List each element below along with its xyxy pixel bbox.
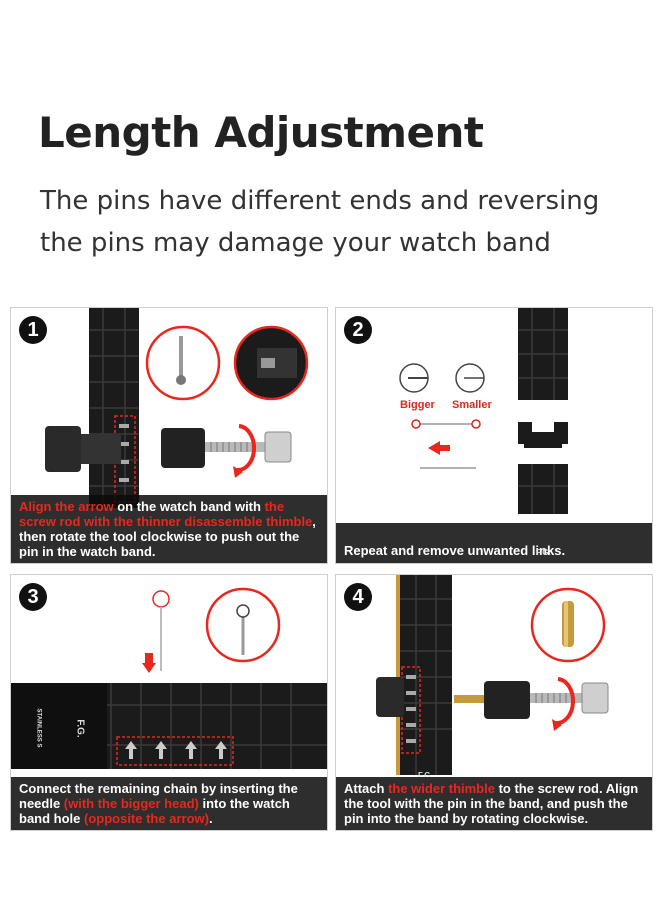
step-4-caption-part: Attach <box>344 781 389 796</box>
step-2-mark: F.G. <box>536 548 551 557</box>
step-4-number: 4 <box>344 583 372 611</box>
step-3-caption: Connect the remaining chain by inserting… <box>11 777 327 830</box>
bigger-label: Bigger <box>400 399 435 411</box>
step-3-caption-part: (with the bigger head) <box>63 796 199 811</box>
step-1-caption-part: the screw rod with the thinner disassemb… <box>19 499 313 529</box>
step-4-panel: 4 F.G. Attach the wider thimble to the s… <box>335 574 653 831</box>
page-subtitle: The pins have different ends and reversi… <box>40 186 600 258</box>
step-2-illustration <box>399 308 568 514</box>
step-3-illustration <box>11 587 327 769</box>
step-2-number: 2 <box>344 316 372 344</box>
page-title: Length Adjustment <box>38 108 484 157</box>
step-1-caption-part: , then rotate the tool clockwise to push… <box>19 514 316 559</box>
step-1-caption: Align the arrow on the watch band with t… <box>11 495 327 563</box>
step-3-side-text: STAINLESS S <box>35 708 42 748</box>
step-2-panel: 2 Bigger Smaller Repeat and remove unwan… <box>335 307 653 564</box>
step-1-panel: 1 Align the arrow on the watch band with… <box>10 307 328 564</box>
smaller-label: Smaller <box>452 399 492 411</box>
step-4-caption: Attach the wider thimble to the screw ro… <box>336 777 652 830</box>
step-3-caption-part: . <box>208 811 213 826</box>
step-1-caption-part: on the watch band with <box>113 499 265 514</box>
step-4-brand: F.G. <box>418 771 433 780</box>
step-3-panel: 3 F.G. STAINLESS S Connect the remaining… <box>10 574 328 831</box>
step-1-caption-part: Align the arrow <box>19 499 114 514</box>
step-1-illustration <box>45 308 309 508</box>
step-4-illustration <box>376 575 609 775</box>
step-4-caption-part: the wider thimble <box>388 781 495 796</box>
step-3-caption-part: Connect the remaining chain by inserting… <box>19 781 298 811</box>
step-3-caption-part: (opposite the arrow) <box>84 811 209 826</box>
step-3-number: 3 <box>19 583 47 611</box>
step-4-caption-part: to the screw rod. Align the tool with th… <box>344 781 639 826</box>
step-3-brand: F.G. <box>74 719 86 738</box>
step-2-caption-text: Repeat and remove unwanted links. <box>344 543 566 558</box>
step-2-caption: Repeat and remove unwanted links. <box>336 523 652 563</box>
step-3-caption-part: into the watch band hole <box>19 796 290 826</box>
step-1-number: 1 <box>19 316 47 344</box>
